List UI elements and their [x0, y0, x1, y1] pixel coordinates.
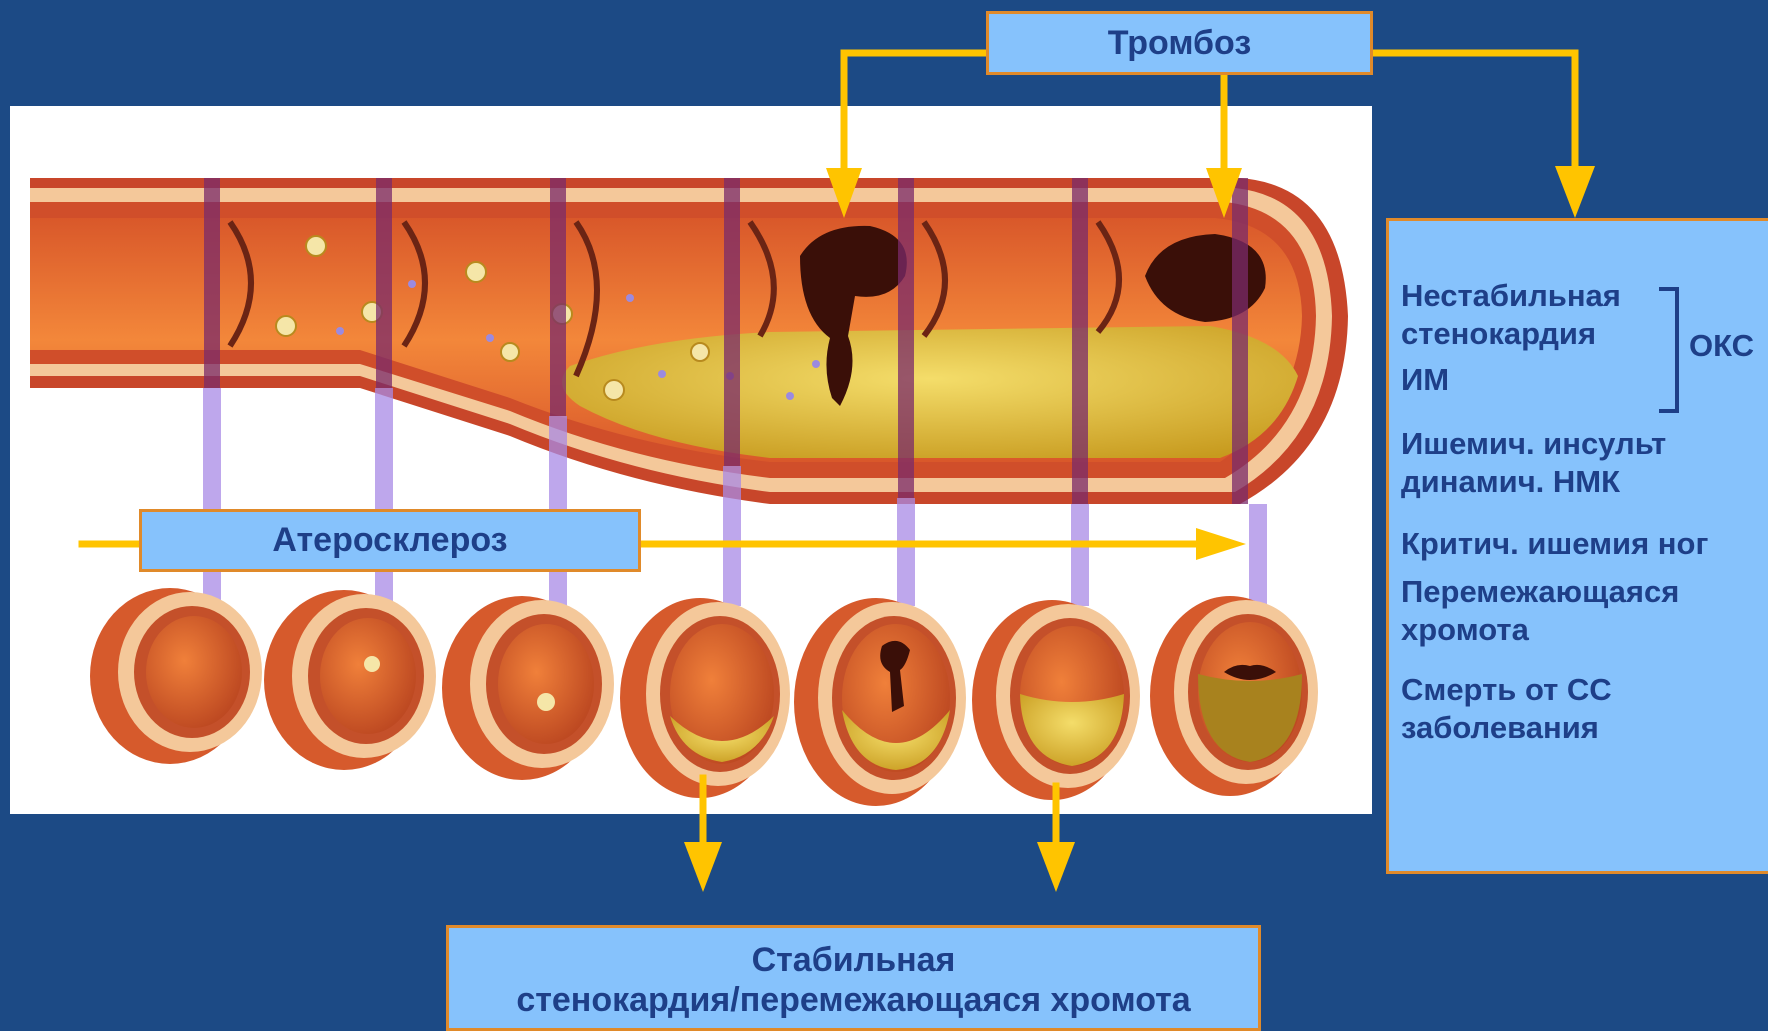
stable-line-2: стенокардия/перемежающаяся хромота [449, 980, 1258, 1020]
cv-death-line-1: Смерть от СС [1401, 671, 1612, 709]
outcomes-box: Нестабильная стенокардия ИМ ОКС Ишемич. … [1386, 218, 1768, 874]
down-arrow-icon [1037, 842, 1075, 892]
cv-death-line-2: заболевания [1401, 709, 1599, 747]
thrombosis-label: Тромбоз [1108, 24, 1252, 63]
stable-outcome-box: Стабильная стенокардия/перемежающаяся хр… [446, 925, 1261, 1031]
atherosclerosis-label-box: Атеросклероз [139, 509, 641, 572]
down-arrow-icon [826, 168, 862, 218]
atherosclerosis-label: Атеросклероз [272, 521, 507, 560]
down-arrow-icon [684, 842, 722, 892]
thrombosis-label-box: Тромбоз [986, 11, 1373, 75]
critical-ischemia-label: Критич. ишемия ног [1401, 525, 1708, 563]
mi-label: ИМ [1401, 361, 1449, 399]
claudication-line-2: хромота [1401, 611, 1529, 649]
acs-label: ОКС [1689, 327, 1754, 365]
unstable-angina-line-2: стенокардия [1401, 315, 1596, 353]
right-arrow-icon [1196, 528, 1246, 560]
bracket-icon [1657, 285, 1681, 415]
stroke-line-2: динамич. НМК [1401, 463, 1620, 501]
stable-line-1: Стабильная [449, 940, 1258, 980]
unstable-angina-line-1: Нестабильная [1401, 277, 1621, 315]
down-arrow-icon [1206, 168, 1242, 218]
down-arrow-icon [1555, 166, 1595, 218]
stroke-line-1: Ишемич. инсульт [1401, 425, 1666, 463]
claudication-line-1: Перемежающаяся [1401, 573, 1679, 611]
